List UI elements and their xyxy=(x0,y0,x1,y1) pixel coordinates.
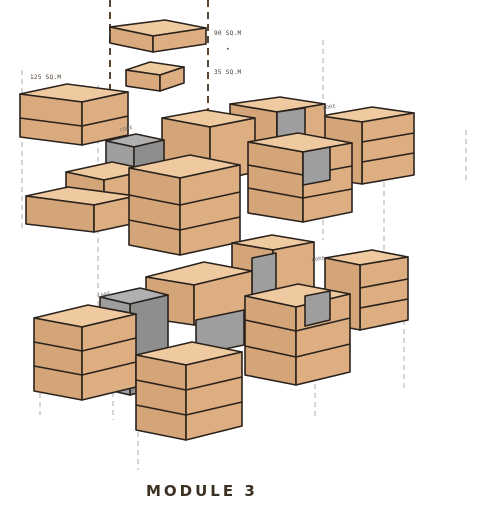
diagram-title: MODULE 3 xyxy=(146,482,258,500)
block-90sqm xyxy=(109,19,207,53)
core-label-4: CORE xyxy=(311,255,326,264)
area-separator-dot: • xyxy=(226,46,230,53)
block-35sqm xyxy=(125,61,185,92)
core-dashed-lines xyxy=(109,0,209,112)
core-label-3: CORE xyxy=(97,291,112,300)
area-label-medium: 125 SQ.M xyxy=(30,74,61,81)
core-label-2: CORE xyxy=(322,103,337,112)
core-label-1: CORE xyxy=(119,125,134,134)
lower-cluster xyxy=(33,234,409,441)
area-label-large: 90 SQ.M xyxy=(214,30,241,37)
area-label-small: 35 SQ.M xyxy=(214,69,241,76)
block-125sqm xyxy=(19,83,129,146)
upper-cluster xyxy=(25,96,415,256)
